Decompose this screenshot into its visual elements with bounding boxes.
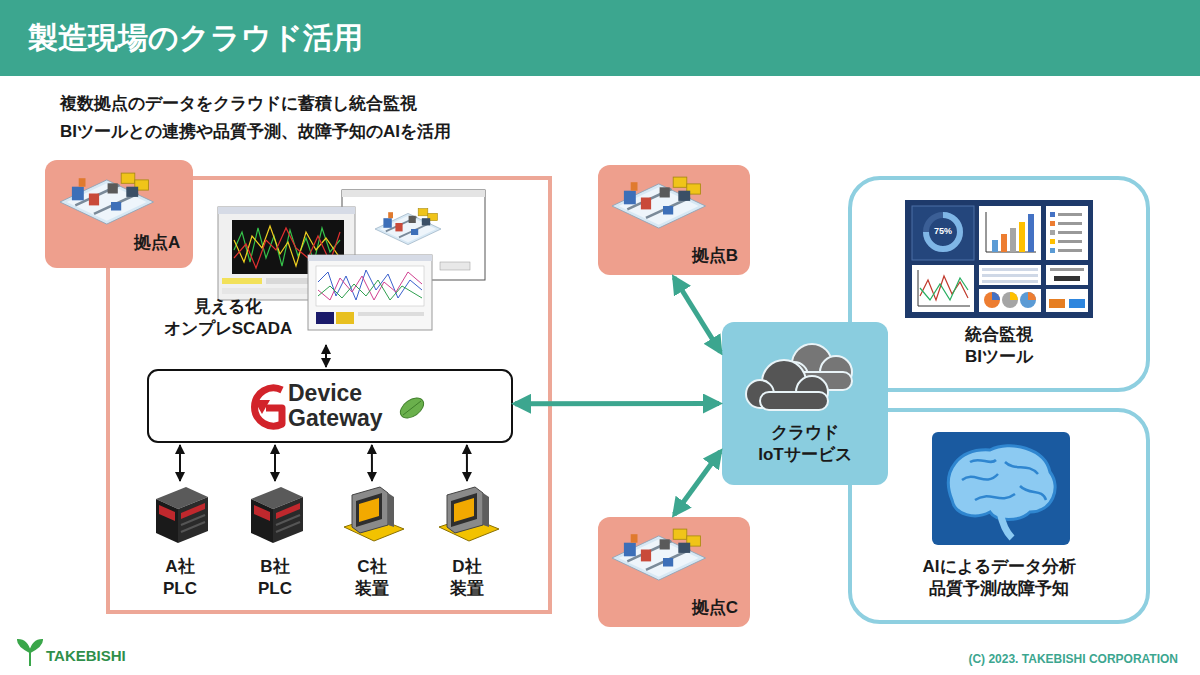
node-text: D社 装置 xyxy=(450,556,484,600)
text-wrap: 拠点A xyxy=(134,232,180,254)
node-text: B社 PLC xyxy=(258,556,292,600)
bi-panel: 統合監視 BIツール xyxy=(850,178,1148,390)
subtitle: 複数拠点のデータをクラウドに蓄積し統合監視 xyxy=(60,92,417,115)
site-box: 拠点B xyxy=(598,165,750,275)
node-text: 見える化 オンプレSCADA xyxy=(164,296,292,340)
text-wrap: 統合監視 BIツール xyxy=(850,324,1148,368)
text-wrap: Device Gateway xyxy=(288,381,383,431)
gauge-value: 75% xyxy=(927,226,959,236)
page-title: 製造現場のクラウド活用 xyxy=(28,18,363,59)
device: B社 PLC xyxy=(230,484,320,606)
text-wrap: D社 装置 xyxy=(422,556,512,600)
node-text: A社 PLC xyxy=(163,556,197,600)
node-text: 統合監視 BIツール xyxy=(965,324,1033,368)
subtitle: BIツールとの連携や品質予測、故障予知のAIを活用 xyxy=(60,120,451,143)
gateway-box: Device Gateway xyxy=(148,370,512,442)
connector-arrow xyxy=(179,445,181,481)
node-text: 拠点C xyxy=(692,597,738,619)
connector-arrow xyxy=(325,345,327,367)
node-text: クラウド IoTサービス xyxy=(758,422,851,466)
device: C社 装置 xyxy=(327,484,417,606)
connector-arrow xyxy=(466,445,468,481)
text-wrap: 拠点C xyxy=(692,597,738,619)
site-region: 拠点A 見える化 オンプレSCADA Device Gateway A社 PLC B社 … xyxy=(108,178,550,612)
cloud-box: クラウド IoTサービス xyxy=(722,322,888,485)
connector-arrow xyxy=(674,452,720,515)
text-wrap: クラウド IoTサービス xyxy=(722,422,888,466)
node-text: 拠点B xyxy=(692,245,738,267)
connector-arrow xyxy=(674,278,720,353)
node-text: Device Gateway xyxy=(288,381,383,431)
text-wrap: 見える化 オンプレSCADA xyxy=(150,296,306,340)
node-text: AIによるデータ分析 品質予測/故障予知 xyxy=(923,556,1076,600)
text-wrap: B社 PLC xyxy=(230,556,320,600)
text-wrap: A社 PLC xyxy=(135,556,225,600)
copyright: (C) 2023. TAKEBISHI CORPORATION xyxy=(968,652,1178,666)
ai-panel: AIによるデータ分析 品質予測/故障予知 xyxy=(850,410,1148,622)
text-wrap: AIによるデータ分析 品質予測/故障予知 xyxy=(850,556,1148,600)
text-wrap: C社 装置 xyxy=(327,556,417,600)
text-wrap: 拠点B xyxy=(692,245,738,267)
connector-arrow xyxy=(515,401,719,406)
connector-arrow xyxy=(274,445,276,481)
scada-group: 見える化 オンプレSCADA xyxy=(150,296,440,342)
node-text: C社 装置 xyxy=(355,556,389,600)
node-text: 拠点A xyxy=(134,232,180,254)
device: D社 装置 xyxy=(422,484,512,606)
connector-arrow xyxy=(371,445,373,481)
company-logo: TAKEBISHI xyxy=(46,647,126,664)
device: A社 PLC xyxy=(135,484,225,606)
site-box: 拠点C xyxy=(598,517,750,627)
